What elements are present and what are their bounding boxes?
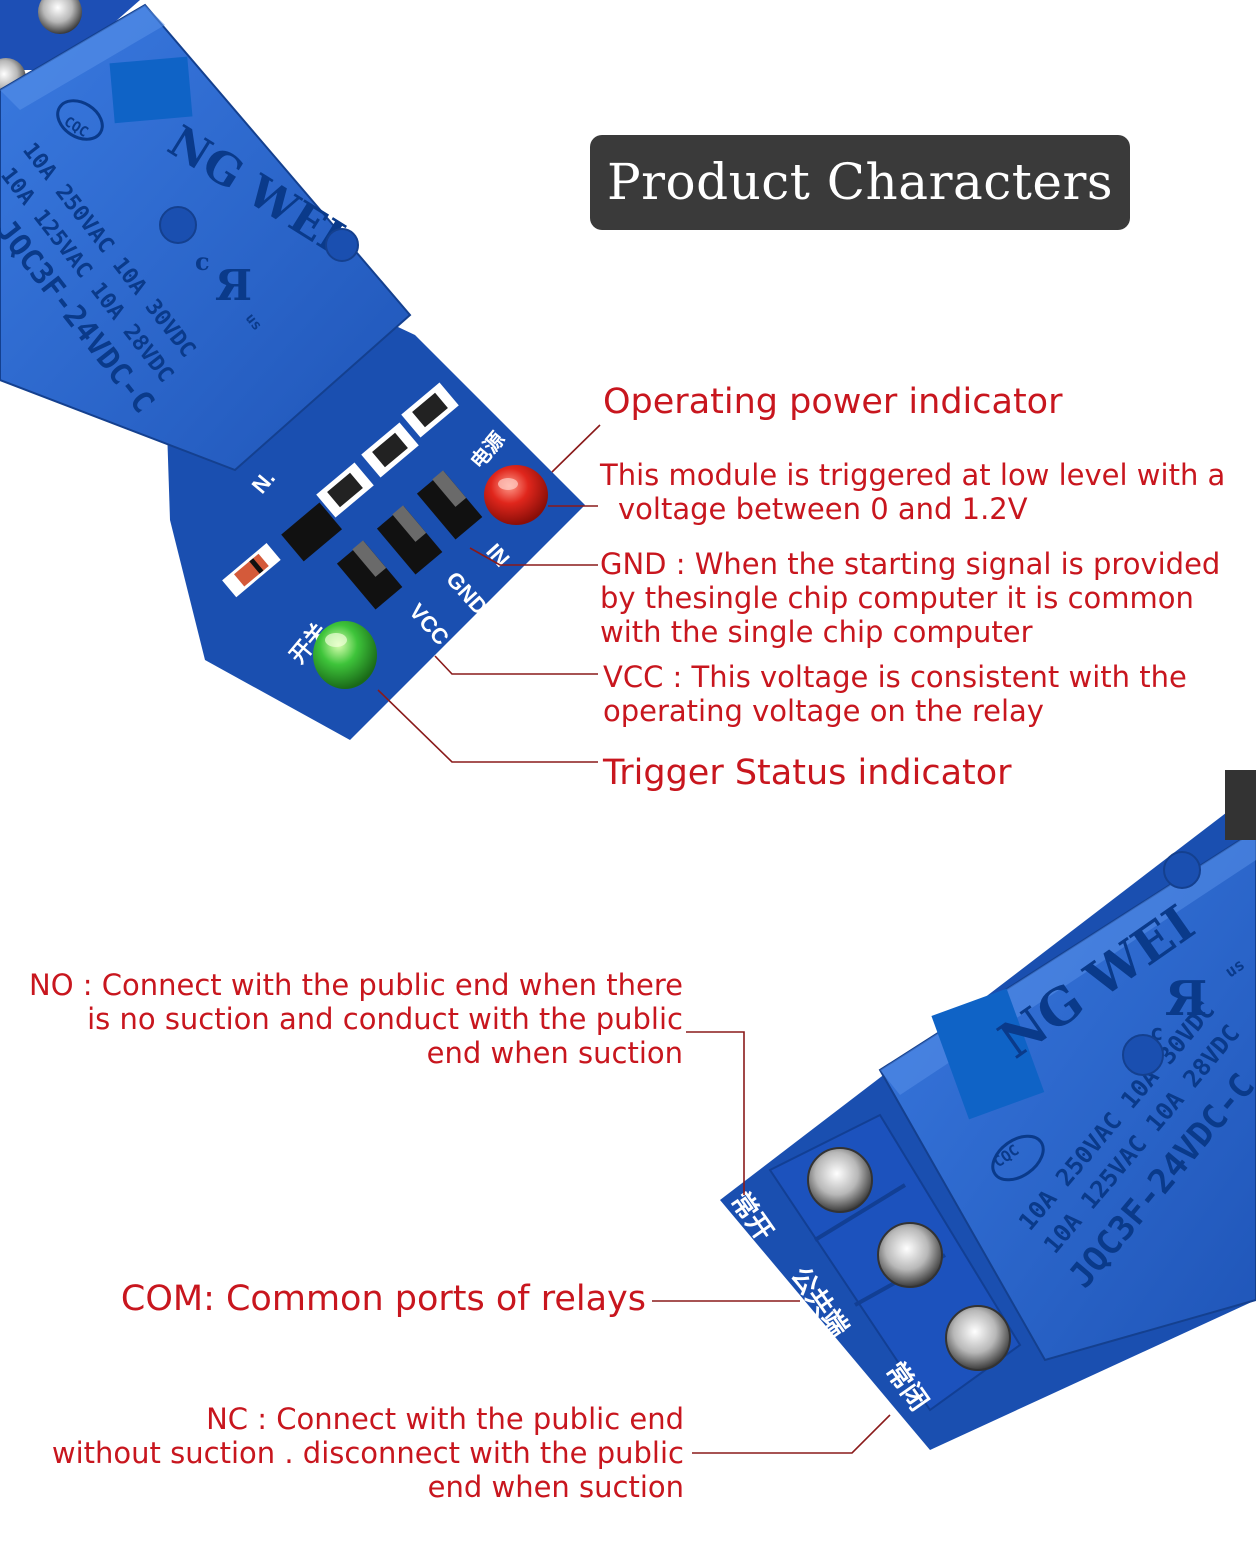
label-no-line1: NO : Connect with the public end when th…: [29, 968, 683, 1002]
terminal-screw-no: [807, 1147, 873, 1213]
label-vcc-line2: operating voltage on the relay: [603, 694, 1044, 728]
terminal-screw-com: [877, 1222, 943, 1288]
top-relay-module: NG WEI CQC 10A 250VAC 10A 30VDC 10A 125V…: [0, 0, 585, 740]
top-smd-components: [222, 382, 459, 598]
label-nc-line1: NC : Connect with the public end: [206, 1402, 684, 1436]
label-power-indicator: Operating power indicator: [603, 382, 1063, 422]
label-nc-line3: end when suction: [427, 1470, 684, 1504]
label-gnd-line1: GND : When the starting signal is provid…: [600, 547, 1221, 581]
top-ul-c-text: c: [195, 247, 210, 276]
svg-text:Я: Я: [215, 261, 252, 310]
leader-trigger: [377, 689, 598, 763]
label-in-line2: voltage between 0 and 1.2V: [618, 492, 1028, 526]
label-gnd-line3: with the single chip computer: [600, 615, 1033, 649]
label-com: COM: Common ports of relays: [120, 1279, 646, 1319]
label-nc-description: NC : Connect with the public end without…: [52, 1402, 684, 1504]
label-nc-line2: without suction . disconnect with the pu…: [51, 1436, 684, 1470]
bottom-relay-body: [878, 828, 1256, 1362]
label-vcc-description: VCC : This voltage is consistent with th…: [603, 660, 1187, 728]
label-no-line2: is no suction and conduct with the publi…: [87, 1002, 683, 1036]
top-header-pins: [336, 470, 483, 610]
label-in-description: This module is triggered at low level wi…: [600, 458, 1225, 526]
leader-no: [686, 1031, 745, 1195]
leader-vcc: [434, 655, 598, 675]
label-no-line3: end when suction: [426, 1036, 683, 1070]
label-in-line1: This module is triggered at low level wi…: [600, 458, 1226, 492]
page-title: Product Characters: [590, 135, 1130, 230]
label-no-description: NO : Connect with the public end when th…: [29, 968, 683, 1070]
trigger-led-green: [313, 621, 377, 689]
svg-text:Я: Я: [1165, 971, 1207, 1027]
label-vcc-line1: VCC : This voltage is consistent with th…: [603, 660, 1187, 694]
label-gnd-line2: by thesingle chip computer it is common: [600, 581, 1194, 615]
label-gnd-description: GND : When the starting signal is provid…: [600, 547, 1220, 649]
bottom-terminal-block: [768, 1113, 1022, 1412]
leader-power-indicator: [551, 424, 601, 473]
leader-nc: [692, 1414, 891, 1454]
power-led-red: [484, 465, 548, 525]
terminal-screw-nc: [945, 1305, 1011, 1371]
leader-gnd: [469, 547, 598, 566]
bottom-relay-module: NG WEI c Я us CQC 10A 250VAC 10A 30VDC 1…: [720, 770, 1256, 1450]
label-trigger-indicator: Trigger Status indicator: [603, 753, 1012, 793]
leader-lines: [377, 424, 891, 1454]
